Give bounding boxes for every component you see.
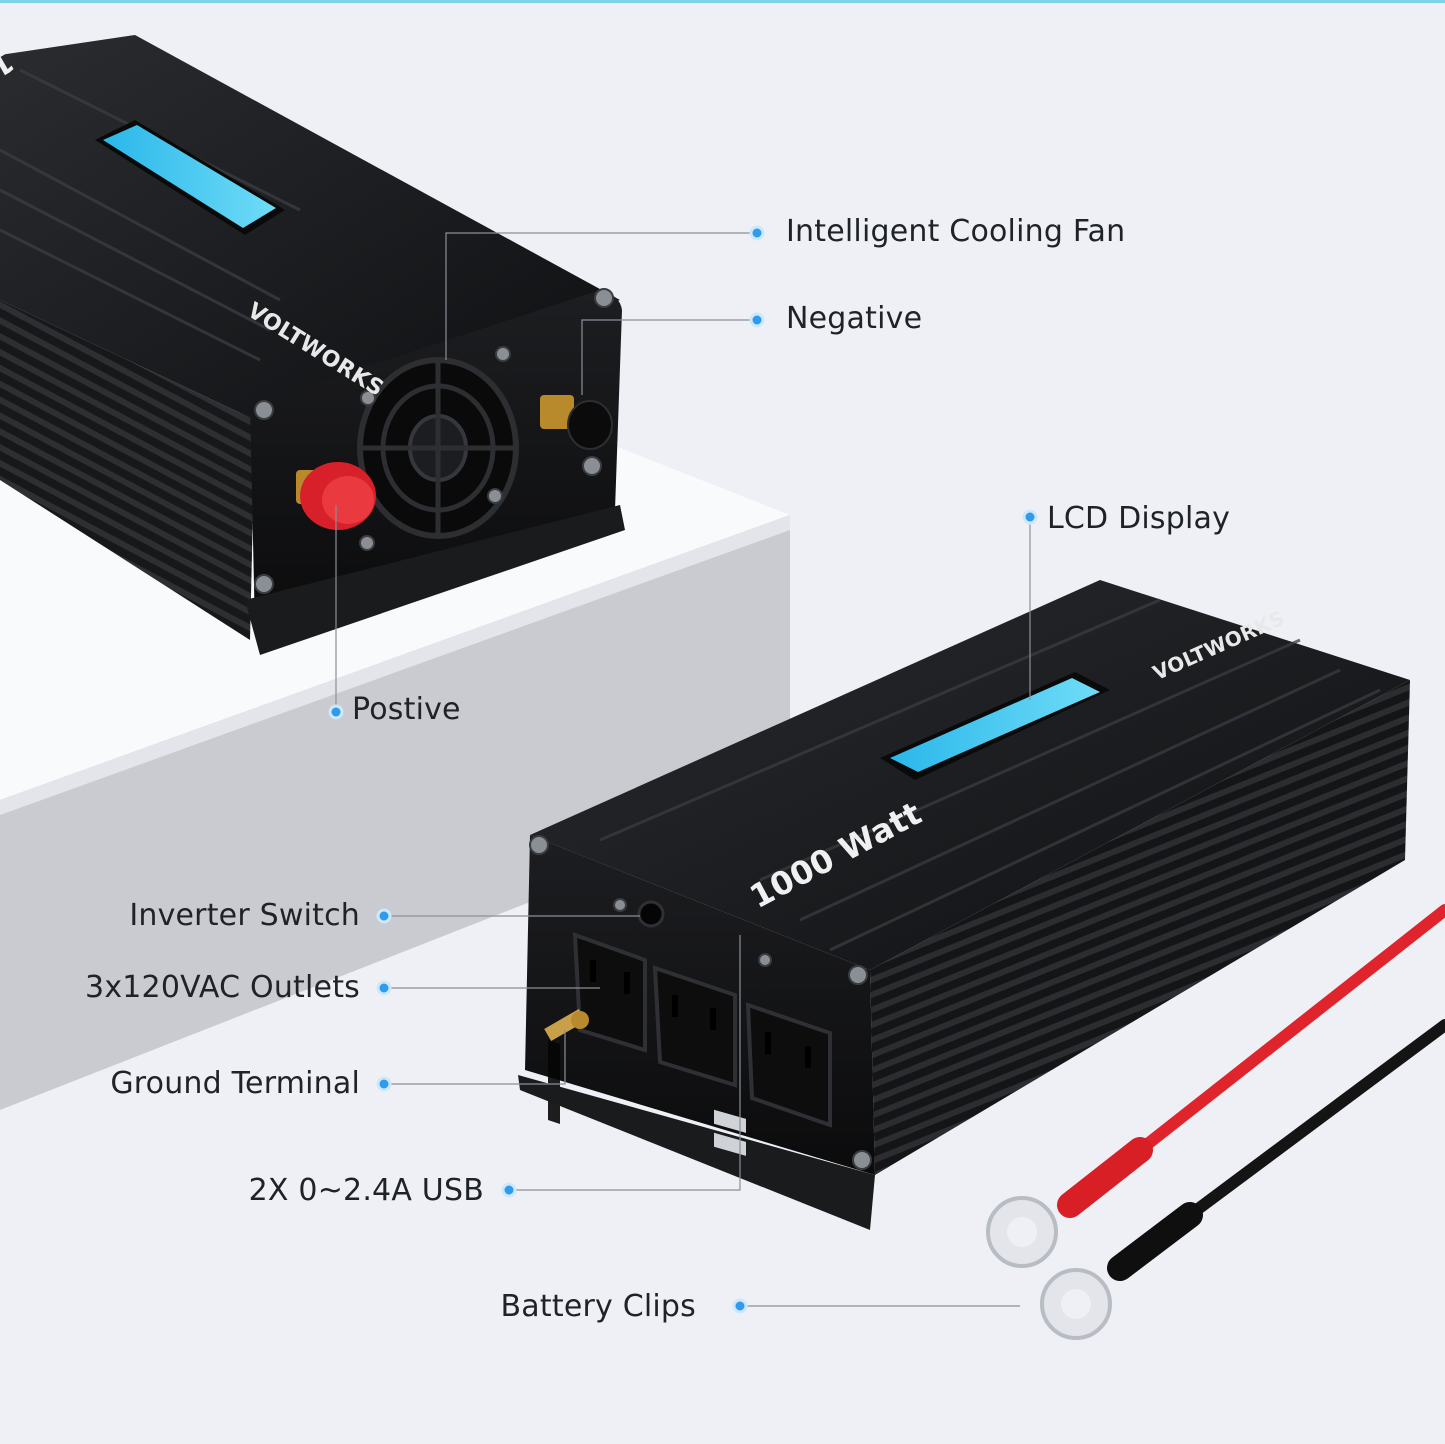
positive-terminal [296, 462, 376, 530]
callout-dots [328, 225, 1038, 1314]
callout-lines [335, 232, 1031, 1307]
inverter-top-view [0, 35, 625, 655]
usb-ports [714, 1109, 746, 1156]
ground-terminal [544, 1008, 589, 1042]
ac-outlet [745, 1002, 832, 1128]
battery-cables [986, 904, 1445, 1340]
callout-intelligent-cooling-fan: Intelligent Cooling Fan [786, 214, 1126, 249]
callout-battery-clips: Battery Clips [500, 1289, 696, 1324]
battery-clip-black [1040, 1268, 1112, 1340]
callout-inverter-switch: Inverter Switch [129, 898, 360, 933]
inverter-switch [637, 900, 665, 928]
cooling-fan [357, 357, 519, 539]
ac-outlet [572, 932, 647, 1053]
negative-terminal [540, 395, 613, 450]
ac-outlets [572, 932, 832, 1128]
lcd-screen-top [103, 125, 276, 228]
inverter-front-view [518, 580, 1410, 1230]
callout-positive: Postive [352, 692, 461, 727]
callout-negative: Negative [786, 301, 923, 336]
callout-ac-outlets: 3x120VAC Outlets [85, 970, 360, 1005]
lcd-screen [890, 678, 1100, 772]
top-accent-line [0, 0, 1445, 3]
callout-ground-terminal: Ground Terminal [110, 1066, 360, 1101]
callout-lcd-display: LCD Display [1047, 501, 1231, 536]
ac-outlet [652, 965, 737, 1088]
callout-usb: 2X 0~2.4A USB [248, 1173, 484, 1208]
battery-clip-red [986, 1196, 1058, 1268]
